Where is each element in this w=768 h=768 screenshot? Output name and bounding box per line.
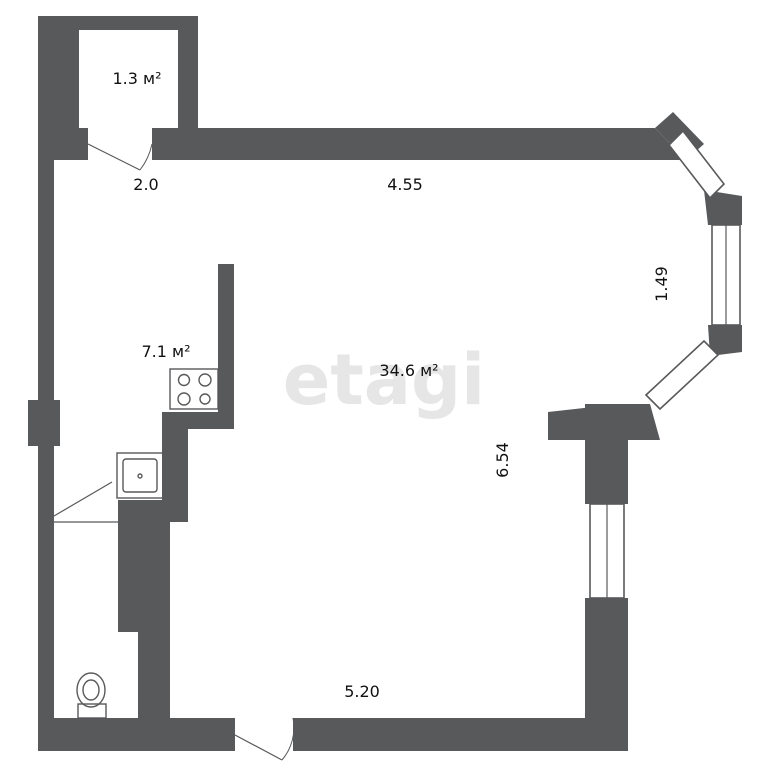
- bathroom-wall-upper: [118, 500, 138, 632]
- entrance-door-arc: [281, 717, 295, 761]
- toilet-icon: [76, 672, 107, 719]
- bay-window-lower: [644, 339, 720, 411]
- entrance-door-leaf: [234, 734, 283, 761]
- main-room-area-label: 34.6 м²: [379, 361, 438, 380]
- kitchen-partition-upper: [218, 264, 234, 429]
- storage-door-leaf: [87, 143, 141, 171]
- bay-window-dimension: 1.49: [652, 266, 671, 302]
- right-wall-dimension: 6.54: [493, 442, 512, 478]
- bathroom-door-leaf: [53, 481, 113, 517]
- bay-window-upper: [667, 129, 726, 200]
- bay-joint-lower: [708, 325, 742, 356]
- stove-icon: [169, 368, 219, 410]
- left-wall-pilaster: [28, 400, 60, 446]
- storage-door-arc: [139, 143, 153, 171]
- top-wall-dimension: 4.55: [387, 175, 423, 194]
- bathroom-door: [53, 481, 118, 523]
- doors: [53, 143, 295, 761]
- kitchen-area-label: 7.1 м²: [141, 342, 190, 361]
- entrance-door: [234, 717, 295, 761]
- right-wall-lower: [585, 598, 628, 718]
- walls: [28, 16, 742, 751]
- watermark-logo: etagi: [283, 339, 485, 421]
- fixtures: [76, 368, 219, 719]
- bottom-wall-left: [38, 718, 235, 751]
- storage-door: [87, 143, 153, 171]
- sink-icon: [116, 452, 164, 499]
- bottom-wall-right: [293, 718, 628, 751]
- windows: [589, 129, 741, 599]
- right-wall-upper: [585, 404, 628, 504]
- kitchen-partition-step: [162, 412, 234, 522]
- storage-top-wall: [38, 16, 198, 30]
- bottom-wall-dimension: 5.20: [344, 682, 380, 701]
- top-wall: [152, 128, 686, 160]
- storage-door-dimension: 2.0: [133, 175, 158, 194]
- bathroom-wall-thick: [138, 522, 170, 732]
- storage-area-label: 1.3 м²: [112, 69, 161, 88]
- storage-right-wall: [178, 16, 198, 129]
- bay-joint-upper: [704, 190, 742, 225]
- top-left-wall-segment: [38, 128, 88, 160]
